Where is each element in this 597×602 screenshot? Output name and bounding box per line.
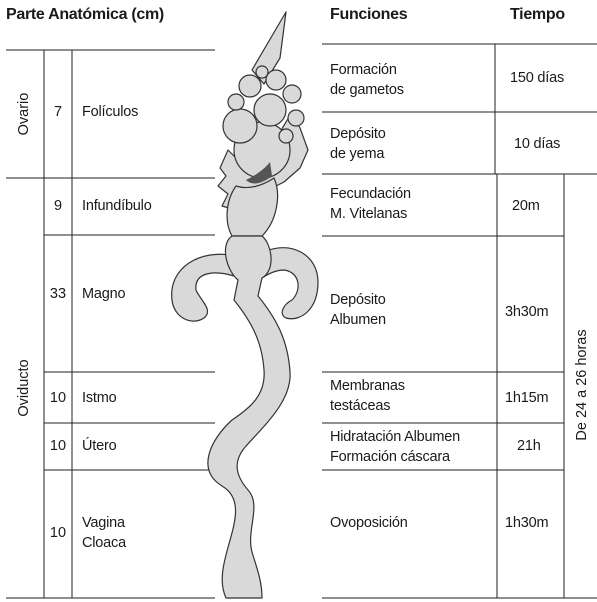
ovario-label: Ovario <box>16 93 32 136</box>
length-value: 10 <box>44 390 72 406</box>
length-value: 33 <box>44 286 72 302</box>
follicle <box>254 94 286 126</box>
function-label: Hidratación Albumen Formación cáscara <box>330 427 460 467</box>
follicle <box>239 75 261 97</box>
function-label: Membranas testáceas <box>330 376 405 416</box>
time-value: 20m <box>512 196 540 216</box>
length-value: 9 <box>44 198 72 214</box>
function-label: Fecundación M. Vitelanas <box>330 184 411 224</box>
follicle <box>266 70 286 90</box>
follicle <box>228 94 244 110</box>
part-name: Istmo <box>82 388 116 408</box>
length-value: 10 <box>44 438 72 454</box>
time-value: 21h <box>517 436 541 456</box>
follicle <box>283 85 301 103</box>
part-name: Útero <box>82 436 116 456</box>
function-label: Depósito de yema <box>330 124 386 164</box>
oviducto-label: Oviducto <box>16 359 32 416</box>
time-value: 1h30m <box>505 513 548 533</box>
follicle <box>279 129 293 143</box>
follicle <box>288 110 304 126</box>
function-label: Formación de gametos <box>330 60 404 100</box>
function-label: Ovoposición <box>330 513 408 533</box>
oviduct-tube <box>208 236 290 598</box>
total-time-label: De 24 a 26 horas <box>574 329 590 440</box>
follicle <box>256 66 268 78</box>
part-name: Vagina Cloaca <box>82 513 126 553</box>
part-name: Folículos <box>82 102 138 122</box>
time-value: 10 días <box>514 134 560 154</box>
time-value: 150 días <box>510 68 564 88</box>
time-value: 1h15m <box>505 388 548 408</box>
part-name: Magno <box>82 284 125 304</box>
function-label: Depósito Albumen <box>330 290 386 330</box>
length-value: 7 <box>44 104 72 120</box>
follicle <box>223 109 257 143</box>
magnum-left-loop <box>172 254 236 321</box>
time-value: 3h30m <box>505 302 548 322</box>
length-value: 10 <box>44 525 72 541</box>
part-name: Infundíbulo <box>82 196 152 216</box>
